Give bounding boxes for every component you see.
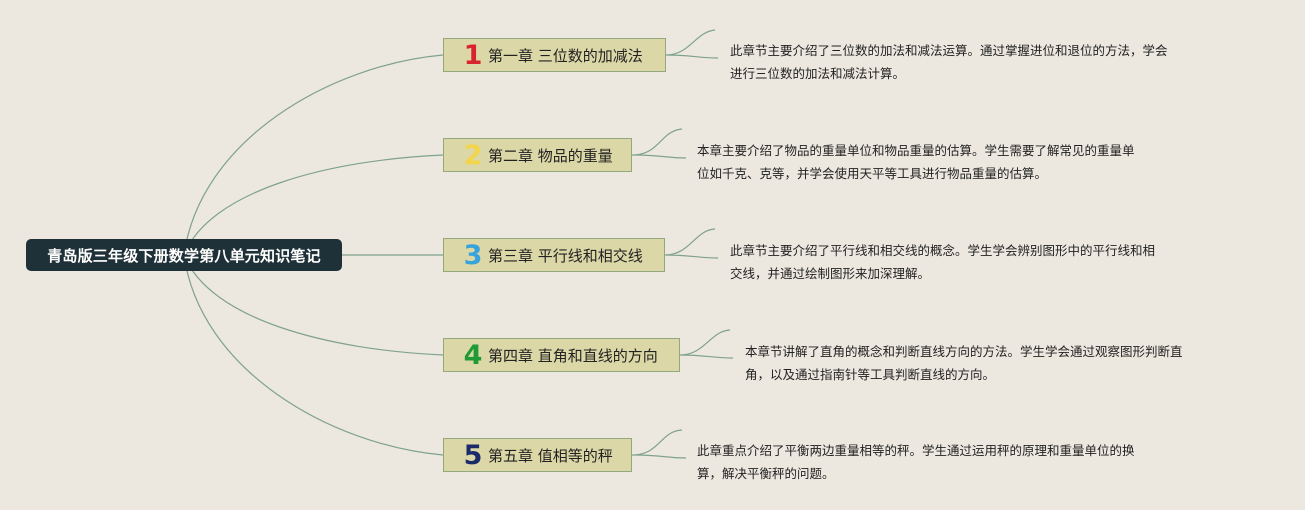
link-chapter-1-desc: [665, 29, 719, 59]
chapter-desc-1-line-1: 此章节主要介绍了三位数的加法和减法运算。通过掌握进位和退位的方法，学会: [730, 43, 1168, 58]
chapter-desc-3-line-1: 此章节主要介绍了平行线和相交线的概念。学生学会辨别图形中的平行线和相: [730, 243, 1156, 258]
chapter-desc-3-line-2: 交线，并通过绘制图形来加深理解。: [730, 266, 931, 281]
chapter-number-5: 5: [463, 439, 483, 471]
chapter-title-3: 第三章 平行线和相交线: [488, 246, 643, 265]
chapter-node-5[interactable]: 5 第五章 值相等的秤: [443, 438, 632, 472]
chapter-node-1[interactable]: 1 第一章 三位数的加减法: [443, 38, 666, 72]
chapter-title-5: 第五章 值相等的秤: [488, 446, 613, 465]
chapter-desc-2: 本章主要介绍了物品的重量单位和物品重量的估算。学生需要了解常见的重量单 位如千克…: [697, 139, 1135, 185]
chapter-node-3[interactable]: 3 第三章 平行线和相交线: [443, 238, 665, 272]
chapter-desc-4-line-1: 本章节讲解了直角的概念和判断直线方向的方法。学生学会通过观察图形判断直: [745, 344, 1183, 359]
chapter-desc-5-line-2: 算，解决平衡秤的问题。: [697, 466, 835, 481]
root-label: 青岛版三年级下册数学第八单元知识笔记: [47, 246, 321, 265]
chapter-desc-4: 本章节讲解了直角的概念和判断直线方向的方法。学生学会通过观察图形判断直 角，以及…: [745, 340, 1183, 386]
chapter-title-4: 第四章 直角和直线的方向: [488, 346, 658, 365]
link-chapter-2-desc: [631, 128, 687, 159]
chapter-desc-5-line-1: 此章重点介绍了平衡两边重量相等的秤。学生通过运用秤的原理和重量单位的换: [697, 443, 1135, 458]
chapter-desc-2-line-1: 本章主要介绍了物品的重量单位和物品重量的估算。学生需要了解常见的重量单: [697, 143, 1135, 158]
link-root-chapter-1: [183, 54, 444, 256]
chapter-desc-2-line-2: 位如千克、克等，并学会使用天平等工具进行物品重量的估算。: [697, 166, 1048, 181]
chapter-number-2: 2: [463, 139, 483, 171]
chapter-desc-3: 此章节主要介绍了平行线和相交线的概念。学生学会辨别图形中的平行线和相 交线，并通…: [730, 239, 1155, 285]
chapter-node-2[interactable]: 2 第二章 物品的重量: [443, 138, 632, 172]
chapter-node-4[interactable]: 4 第四章 直角和直线的方向: [443, 338, 680, 372]
chapter-title-2: 第二章 物品的重量: [488, 146, 613, 165]
root-node[interactable]: 青岛版三年级下册数学第八单元知识笔记: [26, 239, 342, 271]
link-chapter-3-desc: [664, 228, 719, 259]
chapter-number-1: 1: [463, 39, 483, 71]
chapter-number-4: 4: [463, 339, 483, 371]
link-root-chapter-4: [183, 254, 444, 356]
chapter-title-1: 第一章 三位数的加减法: [488, 46, 643, 65]
link-root-chapter-2: [183, 154, 444, 256]
chapter-desc-4-line-2: 角，以及通过指南针等工具判断直线的方向。: [745, 367, 996, 382]
link-chapter-5-desc: [631, 429, 687, 459]
chapter-desc-1: 此章节主要介绍了三位数的加法和减法运算。通过掌握进位和退位的方法，学会 进行三位…: [730, 39, 1168, 85]
chapter-number-3: 3: [463, 239, 483, 271]
link-root-chapter-5: [183, 254, 444, 456]
link-chapter-4-desc: [679, 329, 734, 359]
chapter-desc-5: 此章重点介绍了平衡两边重量相等的秤。学生通过运用秤的原理和重量单位的换 算，解决…: [697, 439, 1135, 485]
chapter-desc-1-line-2: 进行三位数的加法和减法计算。: [730, 66, 906, 81]
